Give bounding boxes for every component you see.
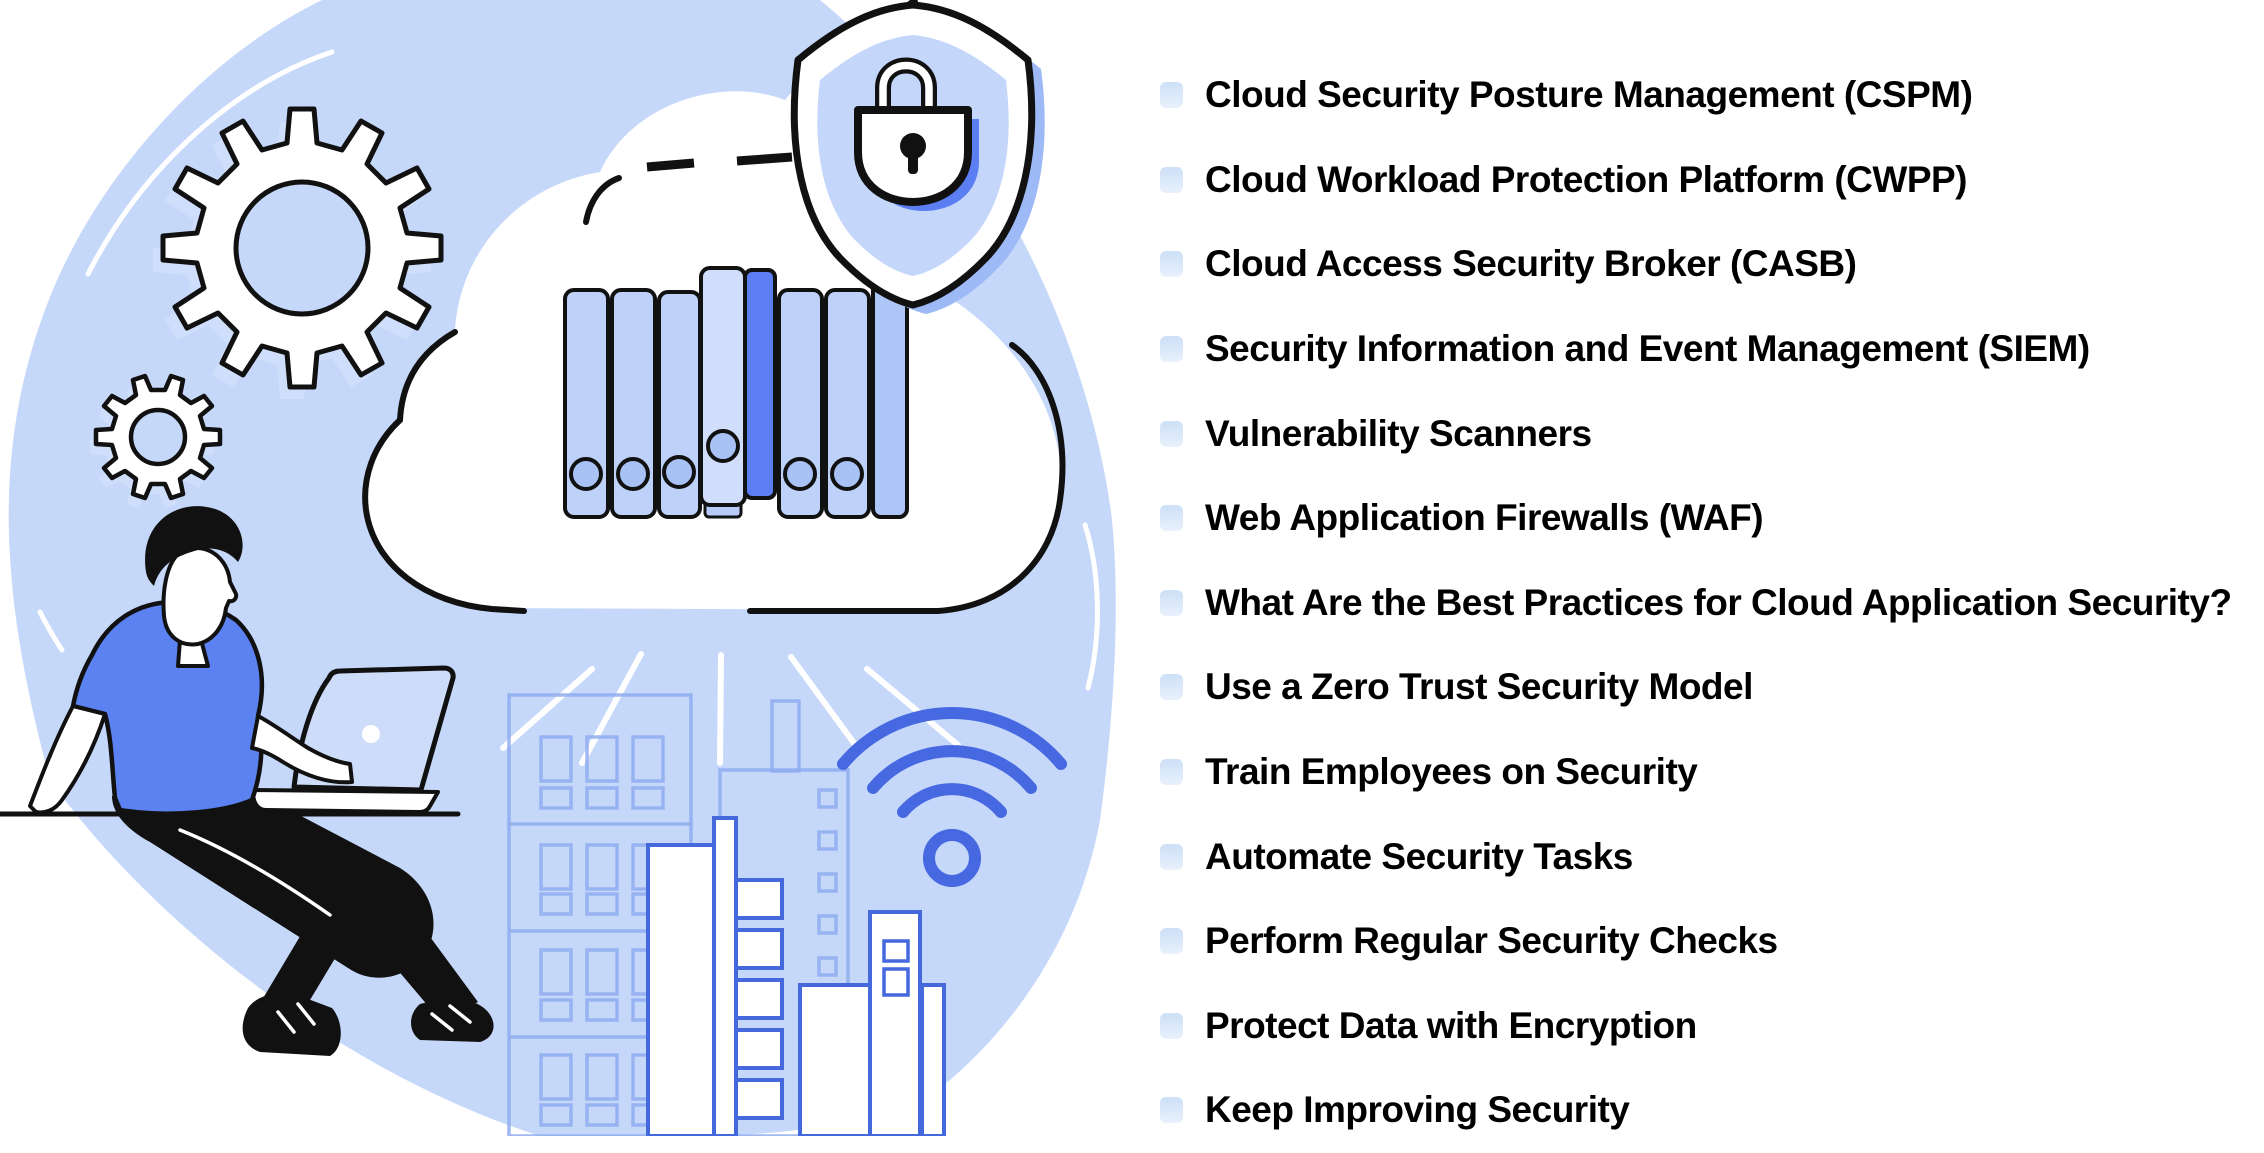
list-item: Use a Zero Trust Security Model <box>1160 645 2264 730</box>
security-topics-list: Cloud Security Posture Management (CSPM)… <box>1150 0 2264 1136</box>
list-item-label: Security Information and Event Managemen… <box>1205 328 2090 370</box>
list-item-label: Automate Security Tasks <box>1205 835 1633 877</box>
list-item: Cloud Access Security Broker (CASB) <box>1160 222 2264 307</box>
list-item-label: Train Employees on Security <box>1205 751 1698 793</box>
illustration-svg <box>0 0 1116 1138</box>
list-item-label: Web Application Firewalls (WAF) <box>1205 497 1764 539</box>
city-buildings <box>507 693 946 1138</box>
left-arm <box>28 704 107 815</box>
bullet-icon <box>1160 166 1183 193</box>
list-item-label: Vulnerability Scanners <box>1205 412 1592 454</box>
list-item-label: What Are the Best Practices for Cloud Ap… <box>1205 581 2232 623</box>
list-item: Cloud Security Posture Management (CSPM) <box>1160 53 2264 138</box>
list-item: Web Application Firewalls (WAF) <box>1160 476 2264 561</box>
small-gear-icon <box>90 373 223 508</box>
list-item-label: Keep Improving Security <box>1205 1089 1630 1131</box>
shoe <box>411 998 494 1042</box>
large-gear-icon <box>153 106 444 399</box>
list-item-label: Protect Data with Encryption <box>1205 1004 1697 1046</box>
list-item: Protect Data with Encryption <box>1160 984 2264 1069</box>
list-item: Perform Regular Security Checks <box>1160 899 2264 984</box>
shield-lock-icon <box>790 1 1045 314</box>
list-item: Security Information and Event Managemen… <box>1160 307 2264 392</box>
bullet-icon <box>1160 251 1183 278</box>
list-item: Train Employees on Security <box>1160 730 2264 815</box>
hair <box>145 506 243 586</box>
list-item: Automate Security Tasks <box>1160 814 2264 899</box>
list-item-label: Cloud Workload Protection Platform (CWPP… <box>1205 158 1968 200</box>
server-binders <box>563 266 909 519</box>
bullet-icon <box>1160 505 1183 532</box>
right-arm <box>250 714 354 785</box>
bullet-icon <box>1160 1097 1183 1124</box>
legs <box>112 789 494 1056</box>
list-item: Keep Improving Security <box>1160 1068 2264 1153</box>
list-item: Vulnerability Scanners <box>1160 391 2264 476</box>
list-item-label: Cloud Access Security Broker (CASB) <box>1205 243 1857 285</box>
padlock-icon <box>854 57 979 211</box>
sun-rays <box>500 651 961 766</box>
list-item-label: Cloud Security Posture Management (CSPM) <box>1205 74 1973 116</box>
bullet-icon <box>1160 1012 1183 1039</box>
blob-highlights <box>37 49 1100 691</box>
list-item: What Are the Best Practices for Cloud Ap… <box>1160 561 2264 646</box>
person-with-laptop <box>0 506 494 1056</box>
foreground-buildings <box>646 816 946 1138</box>
bullet-icon <box>1160 82 1183 109</box>
bullet-icon <box>1160 589 1183 616</box>
list-item: Cloud Workload Protection Platform (CWPP… <box>1160 138 2264 223</box>
bullet-icon <box>1160 843 1183 870</box>
bullet-icon <box>1160 759 1183 786</box>
bullet-icon <box>1160 928 1183 955</box>
wifi-icon <box>837 707 1067 887</box>
torso-shirt <box>70 599 265 816</box>
bullet-icon <box>1160 420 1183 447</box>
bullet-icon <box>1160 336 1183 363</box>
bullet-icon <box>1160 674 1183 701</box>
list-item-label: Perform Regular Security Checks <box>1205 920 1778 962</box>
shoe <box>242 993 341 1056</box>
list-item-label: Use a Zero Trust Security Model <box>1205 666 1753 708</box>
cloud-security-illustration <box>0 0 1116 1138</box>
